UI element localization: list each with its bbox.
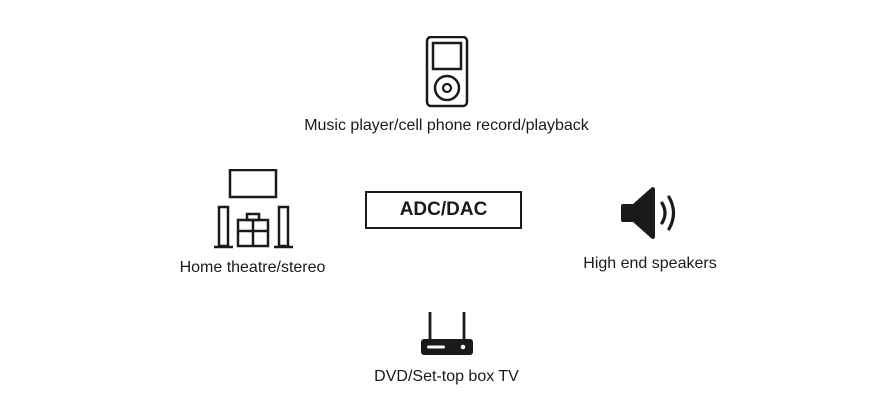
node-speakers: High end speakers [540,185,760,274]
music-player-icon [425,36,468,108]
node-set-top-box: DVD/Set-top box TV [0,311,893,387]
home-theatre-icon [213,169,293,249]
speakers-label: High end speakers [583,255,717,272]
node-home-theatre: Home theatre/stereo [140,169,365,278]
set-top-box-label: DVD/Set-top box TV [374,368,519,385]
speaker-icon [621,186,676,240]
set-top-box-icon [420,312,473,355]
node-music-player: Music player/cell phone record/playback [0,36,893,136]
home-theatre-label: Home theatre/stereo [179,259,326,276]
music-player-label: Music player/cell phone record/playback [304,117,589,134]
adc-dac-box: ADC/DAC [365,191,522,229]
